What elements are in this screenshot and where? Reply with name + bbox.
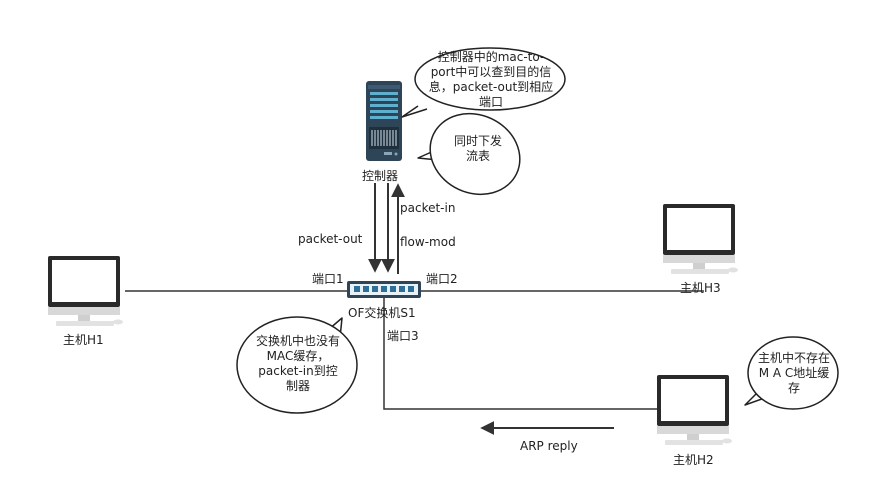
packet-out-label: packet-out bbox=[298, 232, 363, 246]
switch-icon bbox=[347, 281, 421, 298]
switch-label: OF交换机S1 bbox=[348, 306, 416, 320]
bubble-flow-table bbox=[417, 112, 521, 196]
bubble-h2-info bbox=[744, 336, 839, 410]
server-icon bbox=[366, 81, 402, 161]
controller-label: 控制器 bbox=[362, 169, 399, 183]
host-h2-monitor-icon bbox=[657, 375, 732, 445]
bubble-controller-info bbox=[401, 47, 566, 118]
host-h1-label: 主机H1 bbox=[63, 333, 104, 347]
port1-label: 端口1 bbox=[312, 272, 344, 286]
link-switch-h2 bbox=[383, 298, 658, 410]
bubble-switch-info-text: 交换机中也没有MAC缓存，packet-in到控制器 bbox=[256, 334, 341, 393]
host-h1-monitor-icon bbox=[48, 256, 123, 326]
bubble-switch-info bbox=[236, 316, 358, 414]
host-h3-monitor-icon bbox=[663, 204, 738, 274]
port2-label: 端口2 bbox=[426, 272, 458, 286]
packet-in-label: packet-in bbox=[400, 201, 456, 215]
bubble-h2-info-text: 主机中不存在M A C地址缓存 bbox=[758, 351, 831, 395]
arp-reply-label: ARP reply bbox=[520, 439, 578, 453]
flow-mod-label: flow-mod bbox=[400, 235, 456, 249]
host-h2-label: 主机H2 bbox=[673, 453, 714, 467]
bubble-flow-table-text: 同时下发流表 bbox=[453, 134, 502, 163]
port3-label: 端口3 bbox=[387, 329, 419, 343]
host-h3-label: 主机H3 bbox=[680, 281, 721, 295]
bubble-controller-info-text: 控制器中的mac-to-port中可以查到目的信息，packet-out到相应端… bbox=[428, 50, 554, 109]
